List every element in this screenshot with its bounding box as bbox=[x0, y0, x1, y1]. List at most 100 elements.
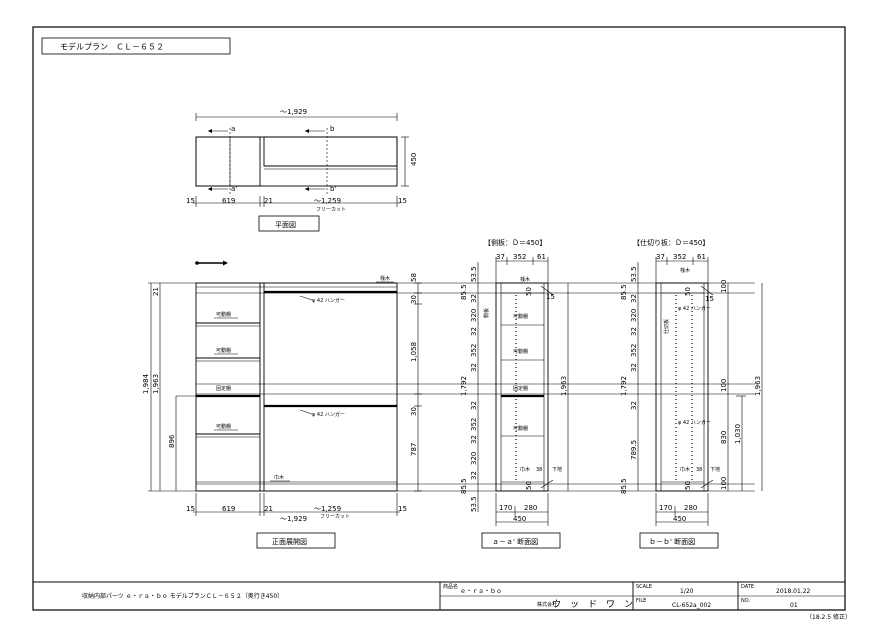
sb-dim-32-d: 32 bbox=[630, 401, 638, 410]
sb-dim-352: 352 bbox=[673, 253, 686, 261]
sa-base-label: 巾木 bbox=[520, 466, 530, 473]
elev-dim-bottom-21: 21 bbox=[264, 505, 273, 513]
title-block: 収納内部パーツ ｅ・ｒａ・ｂｏ モデルプランＣＬ－６５２（奥行き450） 商品名… bbox=[33, 581, 851, 621]
label-file: FILE bbox=[636, 598, 646, 604]
sa-dim-53-5-top: 53.5 bbox=[470, 266, 478, 282]
elev-dim-bottom-total: ～1,929 bbox=[280, 515, 307, 523]
product-description: 収納内部パーツ ｅ・ｒａ・ｂｏ モデルプランＣＬ－６５２（奥行き450） bbox=[82, 592, 283, 600]
elev-dim-bottom-1259: ～1,259 bbox=[314, 505, 341, 513]
plan-dim-1259: ～1,259 bbox=[314, 197, 341, 205]
elev-pipe-upper-label: φ 42 ハンガー bbox=[312, 297, 345, 304]
plan-dim-15-right: 15 bbox=[398, 197, 407, 205]
sb-dim-37: 37 bbox=[656, 253, 665, 261]
sb-dim-352: 352 bbox=[630, 344, 638, 357]
plan-free-cut: フリーカット bbox=[316, 207, 346, 213]
plan-caption: 平面図 bbox=[275, 221, 296, 229]
sa-shelf-1-label: 可動棚 bbox=[513, 313, 528, 320]
sb-dim-85-5-top: 85.5 bbox=[620, 284, 628, 300]
plan-dim-619: 619 bbox=[222, 197, 235, 205]
sa-dim-450: 450 bbox=[513, 515, 526, 523]
revision-note: （18.2.5 修正） bbox=[806, 613, 851, 621]
sa-dim-61: 61 bbox=[537, 253, 546, 261]
sb-dim-100-bottom: 100 bbox=[720, 477, 728, 490]
sb-dim-85-5-bottom: 85.5 bbox=[620, 478, 628, 494]
plan-marker-a2: a' bbox=[231, 185, 237, 193]
section-b-header: 【仕切り板：Ｄ＝450】 bbox=[633, 238, 709, 247]
sa-dim-85-5-bottom: 85.5 bbox=[460, 478, 468, 494]
plan-marker-b: b bbox=[330, 125, 335, 133]
sb-pipe-upper-label: φ 42 ハンガー bbox=[678, 305, 711, 312]
sa-dim-32-b: 32 bbox=[470, 327, 478, 336]
sa-floor-label: 下地 bbox=[552, 466, 562, 473]
plan-dim-21: 21 bbox=[264, 197, 273, 205]
elev-dim-30b: 30 bbox=[410, 407, 418, 416]
sa-dim-170: 170 bbox=[499, 504, 512, 512]
elev-free-cut: フリーカット bbox=[320, 514, 350, 520]
sa-dim-320-b: 320 bbox=[470, 452, 478, 465]
sa-shelf-3-label: 可動棚 bbox=[513, 425, 528, 432]
elev-dim-1058: 1,058 bbox=[410, 342, 418, 362]
sa-dim-1792: 1,792 bbox=[460, 376, 468, 396]
sb-dim-789-5: 789.5 bbox=[630, 440, 638, 460]
sa-dim-32-a: 32 bbox=[470, 294, 478, 303]
sb-dim-320: 320 bbox=[630, 309, 638, 322]
sa-dim-280: 280 bbox=[524, 504, 537, 512]
elev-dim-58: 58 bbox=[410, 273, 418, 282]
elev-top-batten-label: 桟木 bbox=[380, 275, 390, 282]
elev-dim-1963: 1,963 bbox=[152, 374, 160, 394]
company-name: ウ ッ ド ワ ン bbox=[552, 599, 633, 610]
label-scale: SCALE bbox=[636, 584, 652, 590]
section-b-caption: ｂ－ｂ' 断面図 bbox=[649, 537, 695, 546]
section-a: 【側板：Ｄ＝450】 37 352 61 可動棚 可動棚 固定棚 可動棚 桟木 … bbox=[460, 238, 569, 549]
sb-base-label: 巾木 bbox=[680, 466, 690, 473]
sa-dim-32-e: 32 bbox=[470, 435, 478, 444]
sa-dim-1963: 1,963 bbox=[560, 376, 568, 396]
scale-value: 1/20 bbox=[680, 588, 694, 595]
sa-dim-53-5-bottom: 53.5 bbox=[470, 496, 478, 512]
sa-top-batten-label: 桟木 bbox=[520, 276, 530, 283]
sa-dim-15: 15 bbox=[546, 293, 555, 301]
no-value: 01 bbox=[790, 602, 798, 609]
plan-total-width: ～1,929 bbox=[280, 108, 307, 116]
elev-shelf-3-label: 可動棚 bbox=[216, 423, 231, 430]
elev-dim-bottom-15-left: 15 bbox=[186, 505, 195, 513]
label-product: 商品名 bbox=[443, 583, 458, 590]
title-box: モデルプラン ＣＬ－６５２ bbox=[41, 37, 231, 55]
sb-floor-label: 下地 bbox=[710, 466, 720, 473]
sb-dim-170: 170 bbox=[659, 504, 672, 512]
date-value: 2018.01.22 bbox=[776, 588, 811, 595]
sa-dim-352-b: 352 bbox=[470, 418, 478, 431]
elev-fixed-shelf-label: 固定棚 bbox=[216, 385, 231, 392]
elev-pipe-lower-label: φ 42 ハンガー bbox=[312, 411, 345, 418]
sa-side-panel-label: 側板 bbox=[483, 308, 490, 318]
section-a-caption: ａ－ａ' 断面図 bbox=[492, 537, 538, 546]
sb-base-dim-label: 38 bbox=[696, 467, 702, 473]
label-date: DATE bbox=[741, 584, 754, 590]
sb-dim-1963: 1,963 bbox=[754, 376, 762, 396]
label-company-prefix: 株式会社 bbox=[537, 601, 557, 608]
product-name: ｅ・ｒａ・ｂｏ bbox=[460, 587, 502, 595]
sa-dim-32-d: 32 bbox=[470, 401, 478, 410]
plan-view: ～1,929 a a' b b' 450 15 619 bbox=[186, 108, 418, 232]
plan-depth: 450 bbox=[410, 153, 418, 166]
sb-dim-32-c: 32 bbox=[630, 363, 638, 372]
elev-base-batten-label: 巾木 bbox=[274, 474, 284, 481]
sa-shelf-2-label: 可動棚 bbox=[513, 348, 528, 355]
sb-dim-53-5-top: 53.5 bbox=[630, 266, 638, 282]
elev-shelf-1-label: 可動棚 bbox=[216, 311, 231, 318]
sb-dim-15: 15 bbox=[705, 295, 714, 303]
sb-dim-50-top: 50 bbox=[684, 287, 692, 296]
sb-dim-280: 280 bbox=[684, 504, 697, 512]
sa-dim-32-c: 32 bbox=[470, 363, 478, 372]
elev-dim-bottom-619: 619 bbox=[222, 505, 235, 513]
sb-partition-label: 仕切板 bbox=[663, 319, 670, 334]
sb-dim-32-b: 32 bbox=[630, 327, 638, 336]
section-b: 【仕切り板：Ｄ＝450】 37 352 61 桟木 仕切板 φ 42 ハンガー … bbox=[620, 238, 763, 549]
sa-dim-352: 352 bbox=[513, 253, 526, 261]
sa-fixed-shelf-label: 固定棚 bbox=[513, 385, 528, 392]
sb-dim-830: 830 bbox=[720, 431, 728, 444]
sa-dim-50-bottom: 50 bbox=[525, 481, 533, 490]
sb-dim-32-a: 32 bbox=[630, 294, 638, 303]
sb-dim-50-bottom: 50 bbox=[684, 481, 692, 490]
